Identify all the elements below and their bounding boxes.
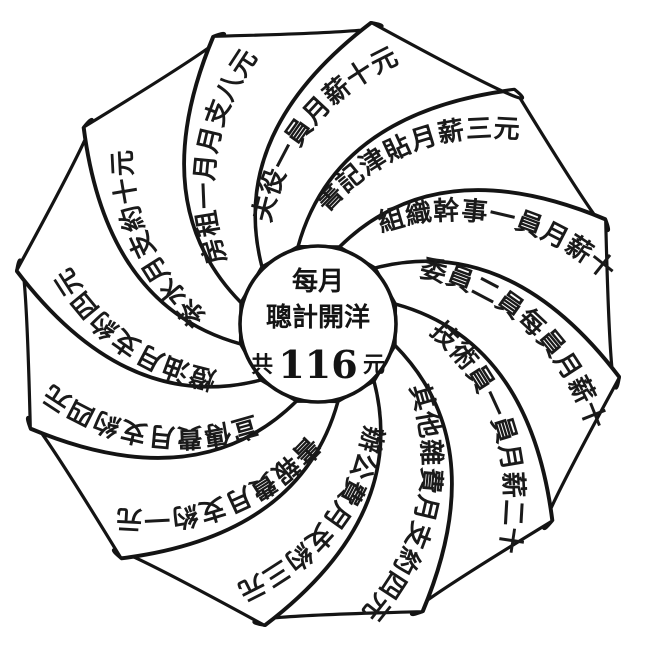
hub-line-2: 聰計開洋	[266, 302, 370, 333]
hub-total-prefix: 共	[251, 352, 273, 378]
hub-total-unit: 元	[363, 352, 385, 378]
hub-total-value: 116	[278, 342, 357, 387]
hub-line-1: 每月	[292, 266, 344, 297]
hub: 每月 聰計開洋 共 116 元	[240, 246, 396, 402]
